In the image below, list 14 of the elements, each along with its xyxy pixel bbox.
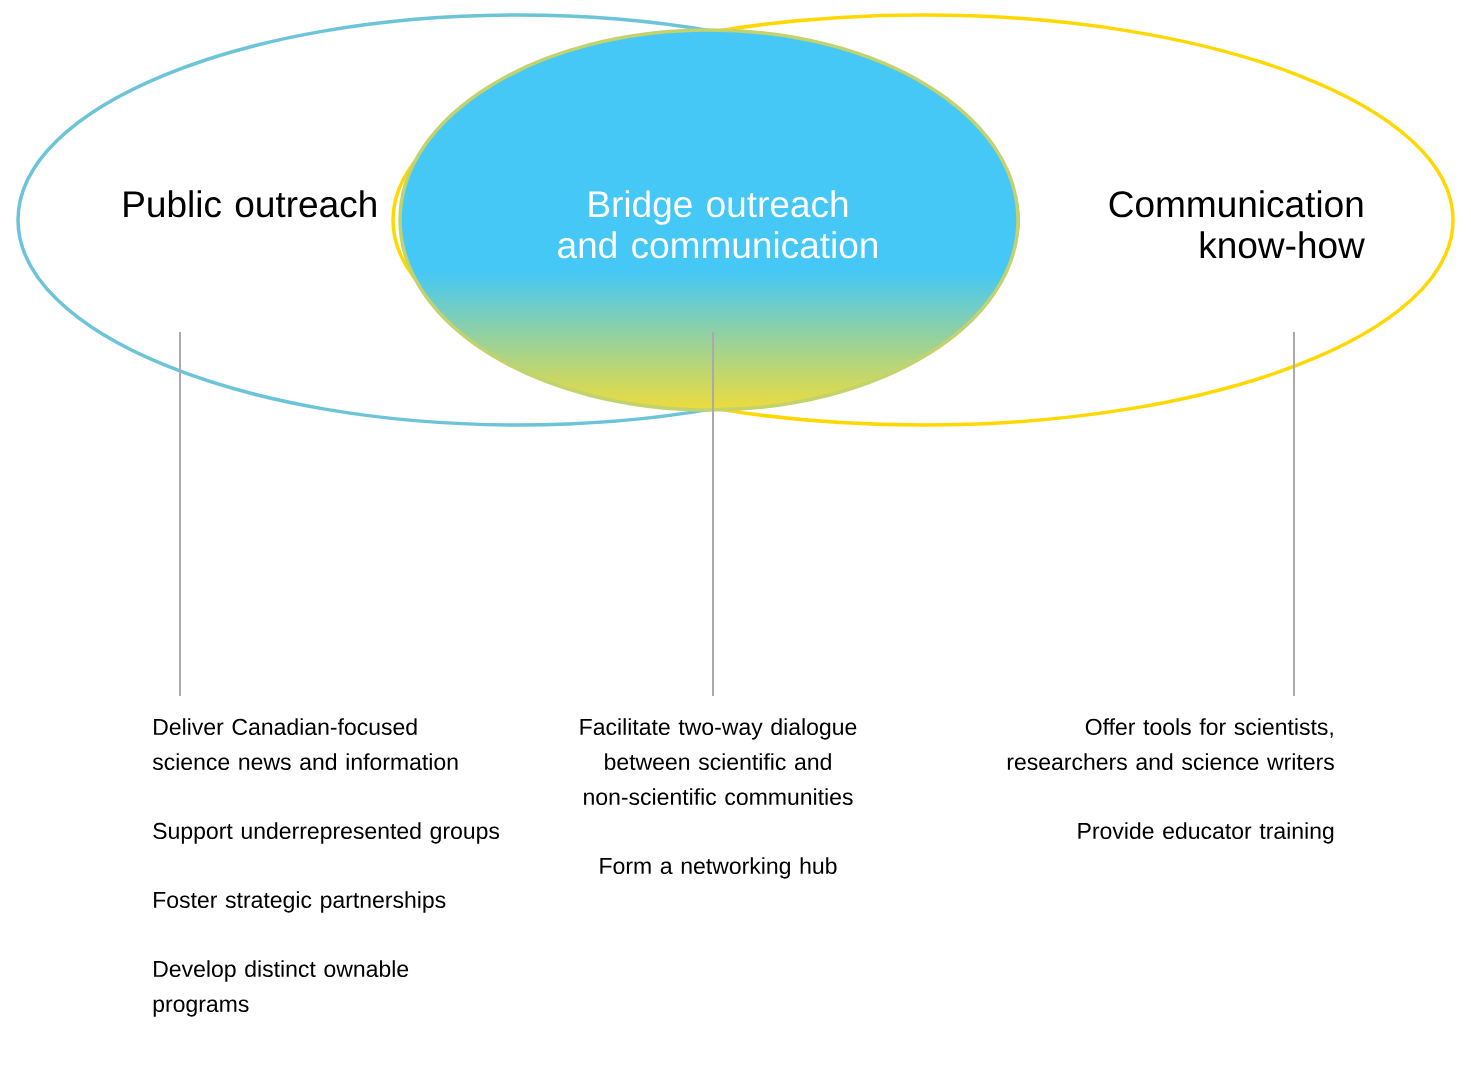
- item-text: Support underrepresented groups: [153, 822, 500, 844]
- leader-line: [712, 331, 714, 697]
- item-text: Provide educator training: [1078, 822, 1334, 844]
- region-title: Public outreach: [124, 190, 376, 218]
- item-text: Develop distinct ownable programs: [153, 960, 409, 1017]
- item-text: Offer tools for scientists, researchers and science writers: [1007, 718, 1334, 771]
- item-text: Facilitate two-way dialogue between scientific and non-scientific communities: [580, 718, 857, 806]
- region-title: Bridge outreach and communication: [558, 190, 877, 259]
- leader-line: [1293, 331, 1295, 697]
- item-text: Form a networking hub: [600, 857, 837, 879]
- leader-line: [179, 331, 181, 697]
- item-text: Deliver Canadian-focused science news and information: [152, 718, 458, 771]
- item-text: Foster strategic partnerships: [154, 891, 446, 913]
- region-title: Communication know-how: [1109, 190, 1365, 259]
